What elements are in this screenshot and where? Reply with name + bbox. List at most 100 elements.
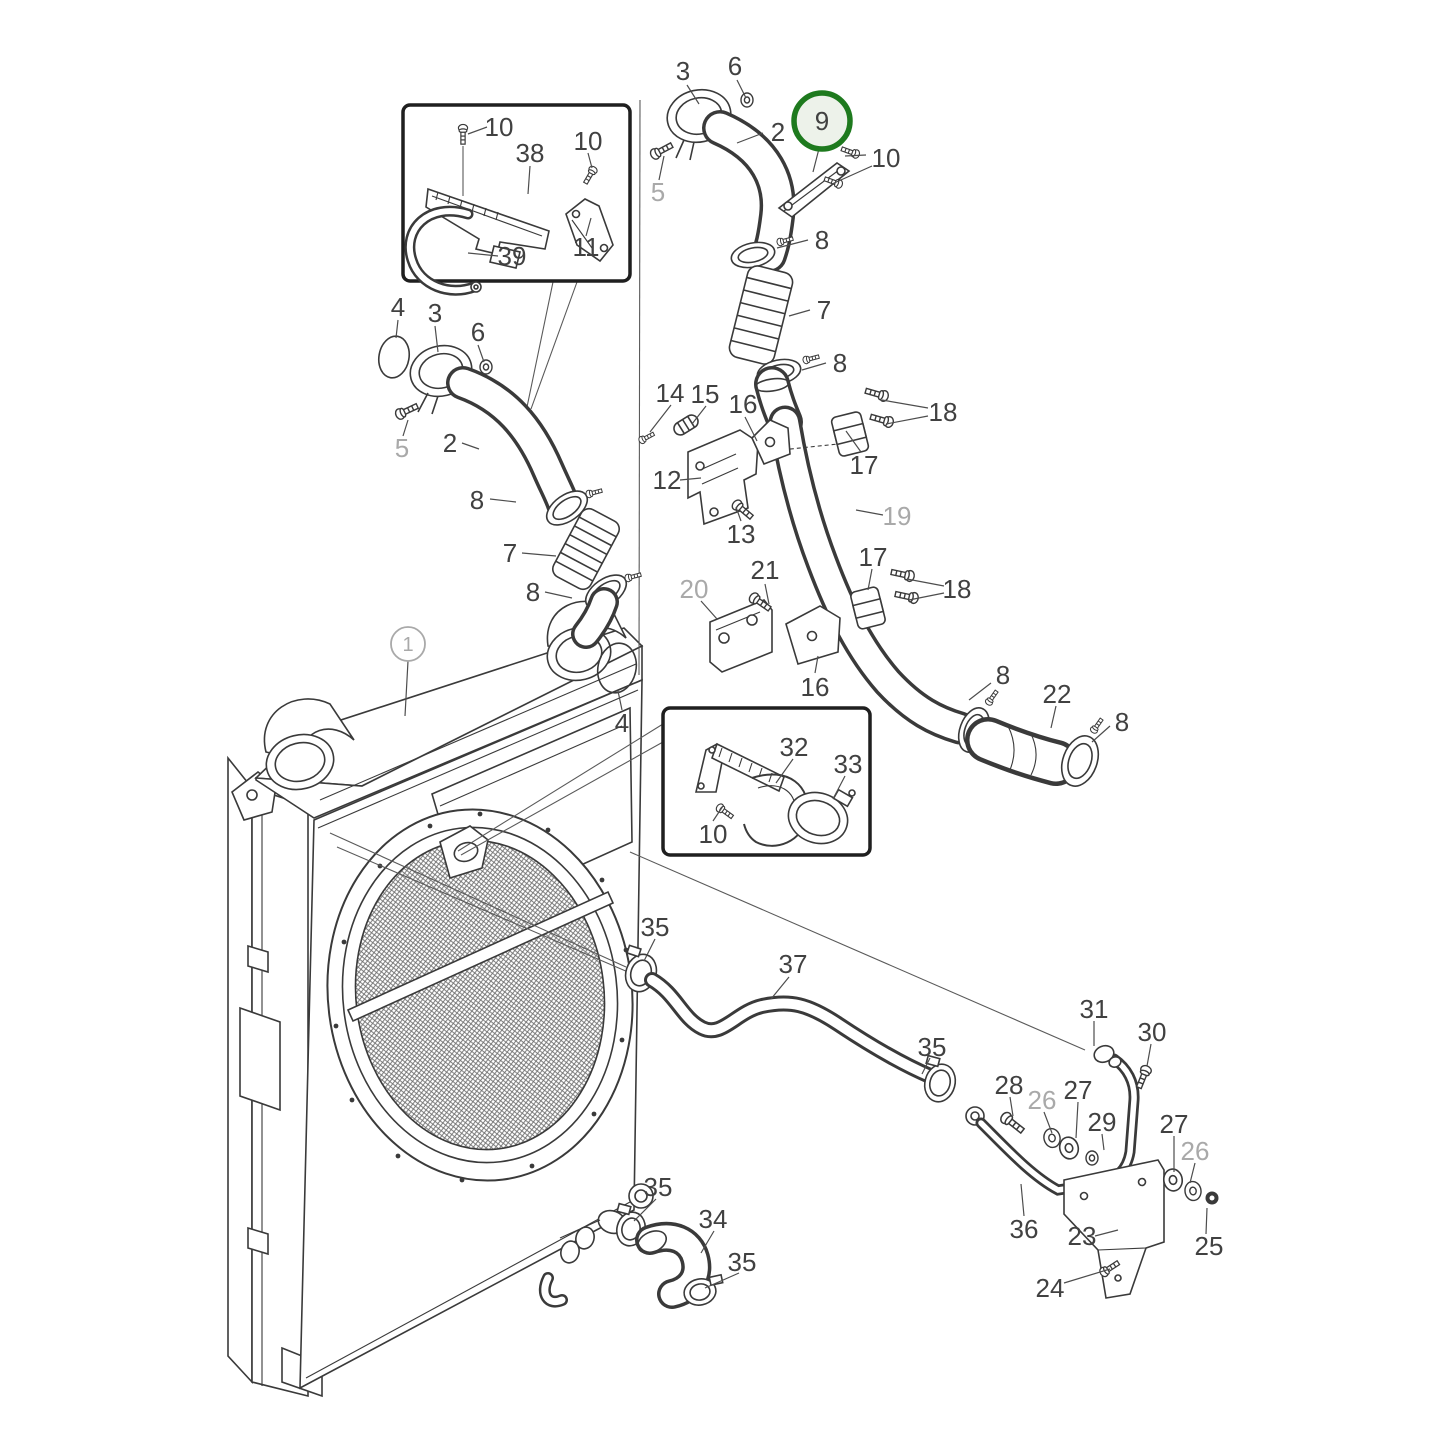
nut-29: [1085, 1150, 1099, 1166]
part-callout-7: 7: [503, 538, 517, 568]
part-number-label: 18: [929, 397, 958, 427]
part-callout-10: 10: [574, 126, 603, 156]
bellows-7: [728, 265, 794, 365]
bolt-30: [1133, 1063, 1154, 1091]
washer-27: [1056, 1134, 1082, 1162]
part-callout-35: 35: [644, 1172, 673, 1202]
part-callout-15: 15: [691, 379, 720, 409]
washer-26: [1182, 1179, 1204, 1203]
part-number-label: 26: [1181, 1136, 1210, 1166]
part-number-label: 15: [691, 379, 720, 409]
part-callout-16: 16: [801, 672, 830, 702]
nut-6: [479, 359, 493, 375]
bolt-10: [839, 144, 862, 160]
part-number-label: 19: [883, 501, 912, 531]
part-callout-6: 6: [471, 317, 485, 347]
part-number-label: 11: [573, 232, 600, 262]
part-callout-18: 18: [943, 574, 972, 604]
part-number-label: 26: [1028, 1085, 1057, 1115]
part-number-label: 35: [641, 912, 670, 942]
charge-air-pipe-top: [647, 88, 862, 440]
part-callout-22: 22: [1043, 679, 1072, 709]
radiator: [227, 600, 654, 1398]
bracket-16-upper: [751, 419, 791, 466]
part-callout-2: 2: [771, 117, 785, 147]
part-number-label: 25: [1195, 1231, 1224, 1261]
part-callout-14: 14: [656, 378, 685, 408]
part-callout-8: 8: [470, 485, 484, 515]
part-number-label: 18: [943, 574, 972, 604]
part-number-label: 21: [751, 555, 780, 585]
part-callout-23: 23: [1068, 1221, 1097, 1251]
part-callout-37: 37: [779, 949, 808, 979]
reference-lines: [329, 99, 1086, 1051]
part-number-label: 2: [443, 428, 457, 458]
part-callout-4: 4: [391, 292, 405, 322]
hose-clamp-8: [730, 234, 795, 269]
part-number-label: 5: [651, 177, 665, 207]
part-number-label: 20: [680, 574, 709, 604]
part-number-label: 8: [1115, 707, 1129, 737]
coolant-pipe-36-assembly: [965, 1044, 1219, 1299]
part-callout-5: 5: [395, 433, 409, 463]
pipe-clamp-17-upper: [830, 411, 870, 457]
outlet-elbow-34: [538, 1202, 724, 1309]
part-number-label: 30: [1138, 1017, 1167, 1047]
part-number-label: 39: [498, 241, 527, 271]
part-number-label: 31: [1080, 994, 1109, 1024]
part-callout-27: 27: [1064, 1075, 1093, 1105]
part-number-label: 6: [471, 317, 485, 347]
bolt-5: [647, 139, 676, 162]
detail-box-upper: [401, 103, 632, 296]
part-number-label: 17: [859, 542, 888, 572]
part-callout-17: 17: [859, 542, 888, 572]
radiator-hose-37: [624, 944, 957, 1103]
part-number-label: 35: [728, 1247, 757, 1277]
part-number-label: 8: [526, 577, 540, 607]
part-number-label: 1: [402, 634, 413, 656]
ring-bolt-holes: [333, 811, 629, 1183]
part-callout-9-highlighted[interactable]: 9: [791, 90, 853, 152]
highlight-ring-icon: [791, 90, 853, 152]
part-callout-8: 8: [833, 348, 847, 378]
part-callout-24: 24: [1036, 1273, 1065, 1303]
bracket-20: [709, 599, 773, 673]
part-callout-25: 25: [1195, 1231, 1224, 1261]
hose-clamp-8: [545, 486, 604, 526]
part-number-label: 7: [503, 538, 517, 568]
hose-39: [404, 205, 482, 296]
detail-box-lower: [661, 706, 872, 857]
part-callout-8: 8: [815, 225, 829, 255]
part-number-label: 5: [395, 433, 409, 463]
part-callout-32: 32: [780, 732, 809, 762]
cross-brace: [346, 890, 615, 1023]
hose-clamp-35: [923, 1054, 957, 1103]
part-number-label: 35: [644, 1172, 673, 1202]
part-number-label: 4: [615, 708, 629, 738]
leader-lines: [395, 79, 1208, 1289]
part-callout-12: 12: [653, 465, 682, 495]
part-number-label: 6: [728, 51, 742, 81]
part-callout-29: 29: [1088, 1107, 1117, 1137]
part-number-label: 27: [1064, 1075, 1093, 1105]
part-number-label: 22: [1043, 679, 1072, 709]
part-callout-3: 3: [676, 56, 690, 86]
ball-end-31: [1093, 1044, 1115, 1064]
part-callout-8: 8: [526, 577, 540, 607]
pipe-mount-boss: [439, 825, 489, 880]
part-number-label: 32: [780, 732, 809, 762]
part-callout-18: 18: [929, 397, 958, 427]
mounting-brackets: [637, 384, 921, 673]
part-callout-10: 10: [872, 143, 901, 173]
part-callout-19: 19: [883, 501, 912, 531]
bolt-18: [868, 410, 896, 430]
part-callout-34: 34: [699, 1204, 728, 1234]
part-number-label: 36: [1010, 1214, 1039, 1244]
part-callout-3: 3: [428, 298, 442, 328]
plate-11: [565, 198, 614, 263]
bracket-16-lower: [785, 605, 841, 665]
bolt-5: [393, 400, 421, 422]
part-callout-33: 33: [834, 749, 863, 779]
